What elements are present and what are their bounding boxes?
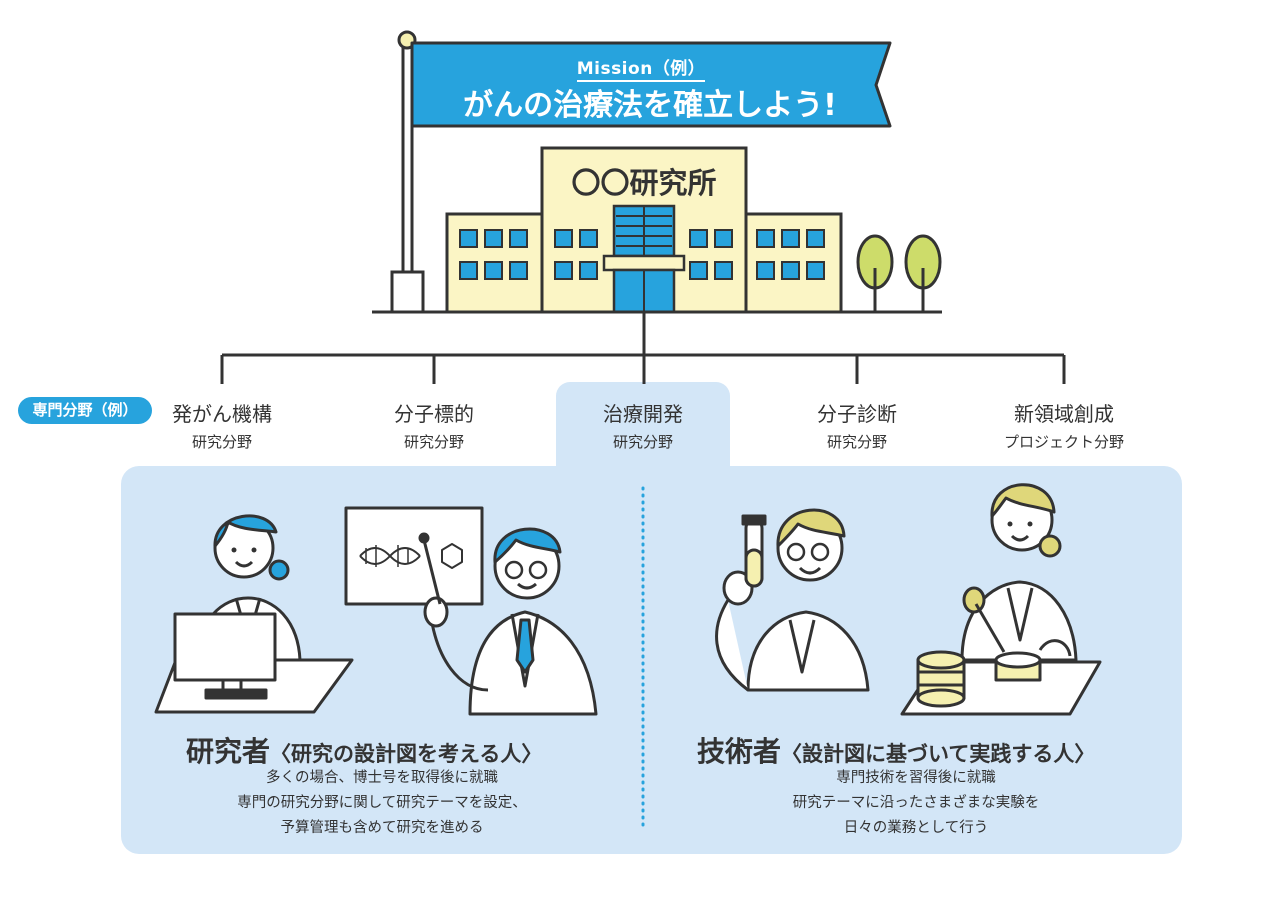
- description-line: 専門の研究分野に関して研究テーマを設定、: [237, 795, 527, 811]
- mission-label: Mission（例）: [556, 54, 726, 82]
- mission-label-text: Mission（例）: [576, 59, 706, 82]
- institute-name: 〇〇研究所: [571, 166, 717, 200]
- technician-name: 技術者: [697, 735, 782, 768]
- researcher-name: 研究者: [186, 735, 271, 768]
- org-lines: [220, 310, 1066, 384]
- description-line: 多くの場合、博士号を取得後に就職: [266, 770, 498, 786]
- technician-description: 専門技術を習得後に就職 研究テーマに沿ったさまざまな実験を 日々の業務として行う: [676, 766, 1156, 841]
- division-item-highlighted: 治療開発 研究分野: [543, 398, 743, 452]
- technician-pipetting-illustration: [900, 483, 1102, 716]
- description-line: 研究テーマに沿ったさまざまな実験を: [792, 795, 1040, 811]
- division-item: 分子標的 研究分野: [334, 398, 534, 452]
- mission-title: がんの治療法を確立しよう!: [463, 88, 837, 123]
- researcher-definition: 〈研究の設計図を考える人〉: [270, 742, 543, 766]
- researcher-heading: 研究者〈研究の設計図を考える人〉: [186, 730, 542, 770]
- technician-definition: 〈設計図に基づいて実践する人〉: [781, 742, 1096, 766]
- institute-building: [445, 146, 843, 314]
- technician-heading: 技術者〈設計図に基づいて実践する人〉: [697, 730, 1095, 770]
- division-item: 発がん機構 研究分野: [122, 398, 322, 452]
- division-name: 発がん機構: [172, 402, 272, 426]
- mission-flag: [410, 41, 892, 128]
- description-line: 予算管理も含めて研究を進める: [280, 820, 484, 836]
- researcher-presenting-illustration: [344, 506, 598, 716]
- researcher-description: 多くの場合、博士号を取得後に就職 専門の研究分野に関して研究テーマを設定、 予算…: [142, 766, 622, 841]
- trees: [856, 234, 942, 312]
- description-line: 日々の業務として行う: [843, 820, 989, 836]
- division-item: 分子診断 研究分野: [757, 398, 957, 452]
- division-sub: プロジェクト分野: [1003, 433, 1124, 451]
- division-sub: 研究分野: [191, 433, 252, 451]
- division-name: 分子標的: [394, 402, 474, 426]
- division-item: 新領域創成 プロジェクト分野: [964, 398, 1164, 452]
- division-sub: 研究分野: [403, 433, 464, 451]
- division-name: 新領域創成: [1014, 402, 1114, 426]
- division-name: 治療開発: [603, 402, 683, 426]
- division-sub: 研究分野: [612, 433, 673, 451]
- division-name: 分子診断: [817, 402, 897, 426]
- divisions-badge: 専門分野（例）: [18, 397, 152, 424]
- technician-test-tube-illustration: [715, 508, 870, 692]
- description-line: 専門技術を習得後に就職: [836, 770, 996, 786]
- division-sub: 研究分野: [826, 433, 887, 451]
- researcher-at-computer-illustration: [154, 514, 354, 714]
